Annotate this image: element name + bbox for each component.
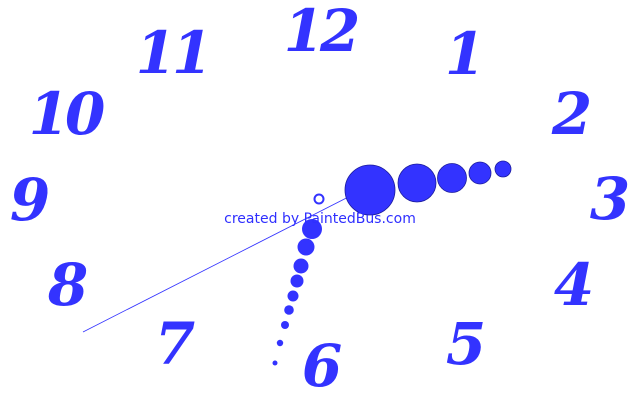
- minute-hand-bead: [281, 321, 289, 329]
- numeral-10: 10: [28, 80, 106, 148]
- credit-text: created by PaintedBus.com: [224, 211, 416, 227]
- numeral-9: 9: [9, 166, 50, 234]
- second-hand: [82, 185, 371, 333]
- minute-hand-bead: [290, 274, 304, 288]
- numeral-4: 4: [553, 251, 594, 319]
- numeral-5: 5: [445, 310, 486, 378]
- hour-hand-bead: [468, 161, 492, 185]
- minute-hand-bead: [302, 219, 322, 239]
- numeral-12: 12: [283, 0, 361, 65]
- hour-hand-bead: [344, 164, 396, 216]
- hour-hand: [344, 160, 512, 216]
- hour-hand-bead: [397, 163, 437, 203]
- minute-hand-bead: [272, 360, 278, 366]
- minute-hand-bead: [293, 258, 309, 274]
- minute-hand-bead: [276, 339, 284, 347]
- minute-hand-bead: [284, 305, 294, 315]
- numeral-1: 1: [444, 20, 485, 88]
- minute-hand: [272, 219, 322, 366]
- numeral-6: 6: [301, 332, 342, 400]
- numeral-3: 3: [589, 165, 630, 233]
- minute-hand-bead: [287, 290, 299, 302]
- hour-hand-bead: [494, 160, 512, 178]
- center-pivot: [313, 193, 325, 205]
- numeral-11: 11: [135, 19, 213, 87]
- hour-hand-bead: [437, 163, 467, 193]
- numeral-8: 8: [47, 251, 88, 319]
- numeral-2: 2: [551, 80, 592, 148]
- numeral-7: 7: [154, 310, 195, 378]
- minute-hand-bead: [297, 238, 315, 256]
